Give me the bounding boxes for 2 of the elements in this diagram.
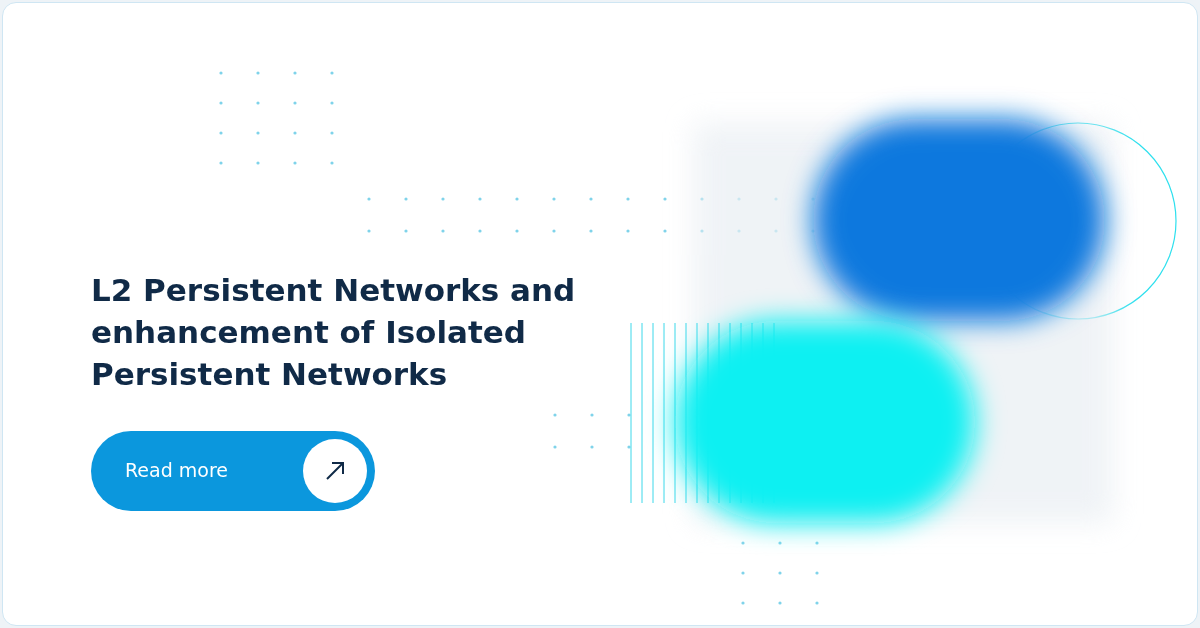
title: L2 Persistent Networks and enhancement of Isolated Persistent Networks	[91, 271, 577, 394]
read-more-button: Read more	[91, 431, 375, 511]
